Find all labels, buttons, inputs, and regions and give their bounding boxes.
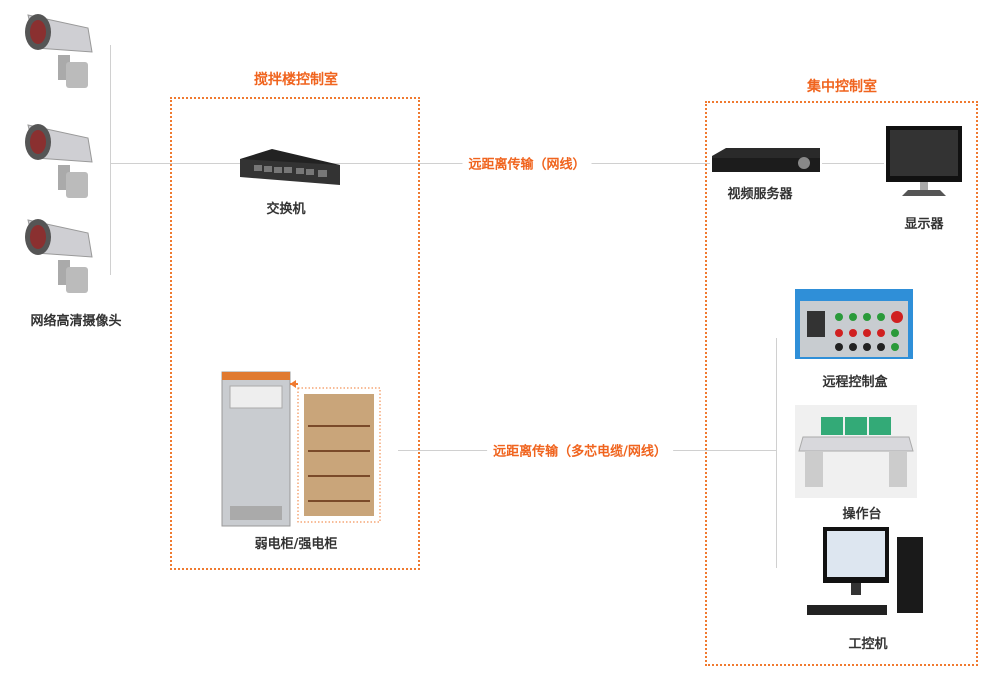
central-room-box [705, 101, 978, 666]
camera-icon [25, 14, 93, 88]
video-server-icon [712, 148, 820, 172]
server-monitor-line [822, 163, 884, 164]
mixing-room-box [170, 97, 420, 570]
cabinet-label: 弱电柜/强电柜 [254, 537, 338, 552]
switch-icon [240, 149, 340, 185]
switch-label: 交换机 [266, 202, 306, 217]
console-label: 操作台 [842, 507, 882, 522]
cameras-label: 网络高清摄像头 [30, 314, 122, 329]
camera-icons [24, 14, 93, 294]
control-bus-line [776, 338, 777, 568]
remote-control-box-icon [795, 289, 913, 359]
ipc-label: 工控机 [848, 637, 888, 652]
camera-bus-line [110, 45, 111, 275]
central-room-title: 集中控制室 [807, 79, 877, 95]
network-link-line [110, 163, 710, 164]
monitor-label: 显示器 [904, 217, 944, 232]
monitor-icon [886, 126, 962, 196]
operator-console-icon [795, 405, 917, 498]
remote-box-label: 远程控制盒 [822, 375, 888, 390]
video-server-label: 视频服务器 [727, 187, 793, 202]
industrial-pc-icon [807, 527, 923, 615]
cable-link-label: 远距离传输（多芯电缆/网线） [487, 440, 673, 460]
cabinet-icon [221, 371, 381, 527]
network-link-label: 远距离传输（网线） [462, 153, 592, 173]
mixing-room-title: 搅拌楼控制室 [254, 72, 338, 88]
